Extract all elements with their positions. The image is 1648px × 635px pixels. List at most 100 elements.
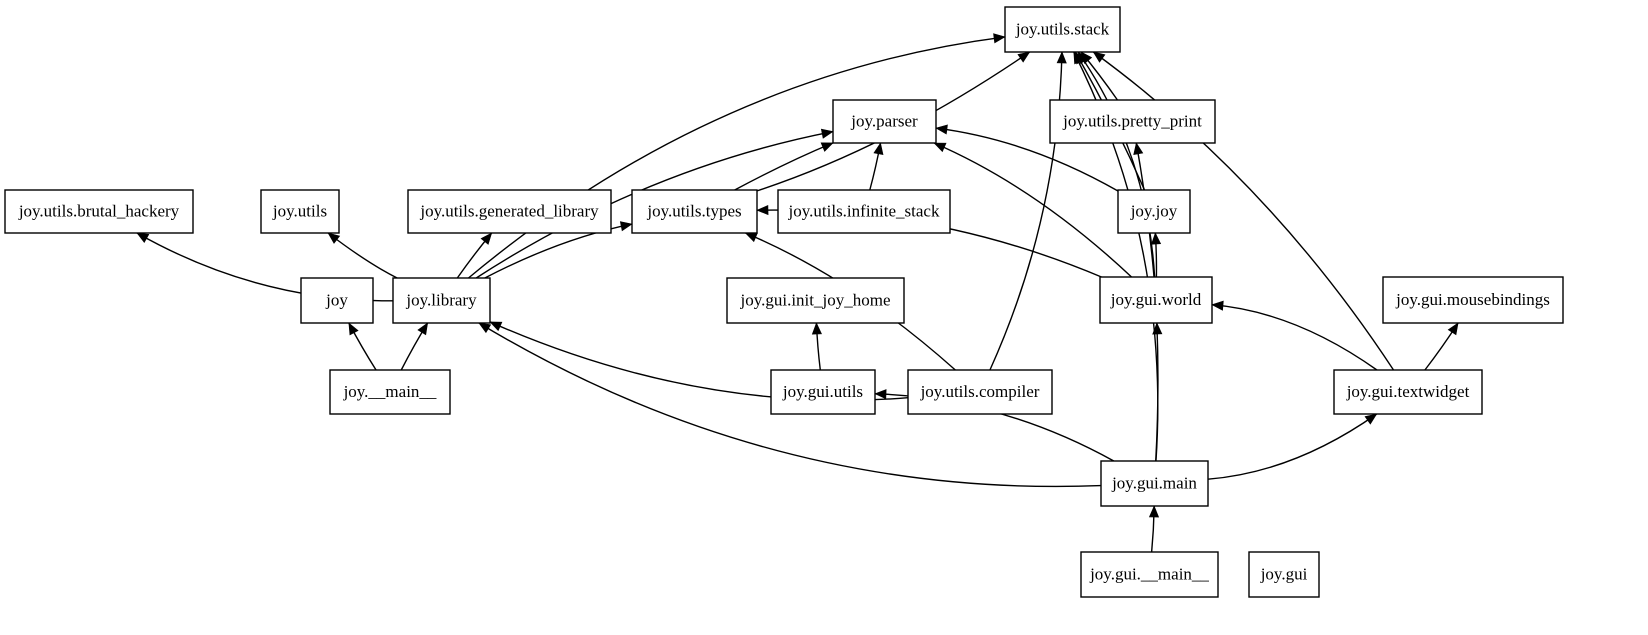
edge-arrowhead [1133,142,1144,156]
node-joy.utils.compiler[interactable]: joy.utils.compiler [907,369,1053,415]
edge-arrowhead [1056,51,1067,64]
node-box[interactable] [1100,460,1209,507]
node-label: joy.utils.types [646,201,741,220]
node-box[interactable] [777,189,951,234]
node-box[interactable] [1080,551,1219,598]
edge-joy.library-to-joy.utils.stack [468,36,1006,279]
edge-arrowhead [619,221,633,232]
node-joy.utils.infinite_stack[interactable]: joy.utils.infinite_stack [777,189,951,234]
node-label: joy.utils.pretty_print [1062,111,1202,130]
node-joy.gui.textwidget[interactable]: joy.gui.textwidget [1333,369,1483,415]
node-label: joy.utils [272,201,327,220]
node-joy.gui.mousebindings[interactable]: joy.gui.mousebindings [1382,276,1564,324]
node-box[interactable] [1382,276,1564,324]
node-joy.utils.pretty_print[interactable]: joy.utils.pretty_print [1049,99,1216,144]
node-joy.__main__[interactable]: joy.__main__ [329,369,451,415]
edge-arrowhead [417,322,429,336]
edge-joy.utils.types-to-joy.parser [734,142,834,191]
edge-joy.gui.world-to-joy.utils.stack [1077,51,1156,278]
node-box[interactable] [832,99,937,144]
node-joy.library[interactable]: joy.library [392,277,491,324]
edge-joy.gui.main-to-joy.gui.world [1155,322,1159,462]
edge-arrowhead [327,232,341,244]
edge-arrowhead [1150,232,1162,245]
node-box[interactable] [260,189,340,234]
node-joy.gui.init_joy_home[interactable]: joy.gui.init_joy_home [726,277,905,324]
edge-arrowhead [1148,505,1160,518]
node-box[interactable] [1117,189,1191,234]
edge-arrowhead [480,232,493,245]
node-box[interactable] [392,277,491,324]
edge-joy.gui.main-to-joy.library [478,322,1102,488]
node-box[interactable] [329,369,451,415]
edge-arrowhead [811,322,822,335]
node-joy.utils.stack[interactable]: joy.utils.stack [1004,6,1121,53]
node-box[interactable] [1248,551,1320,598]
edge-arrowhead [478,322,492,334]
edge-arrowhead [756,204,769,216]
node-label: joy.gui [1260,564,1308,583]
node-label: joy.utils.generated_library [419,201,599,220]
node-label: joy.__main__ [343,382,437,401]
node-label: joy.utils.stack [1015,19,1110,38]
edge-arrowhead [874,389,887,400]
edge-joy.gui.textwidget-to-joy.gui.world [1211,304,1378,371]
edge-arrowhead [744,232,758,243]
edge-joy.library-to-joy.utils.types [484,223,633,279]
node-joy.joy[interactable]: joy.joy [1117,189,1191,234]
edge-joy.gui.main-to-joy.gui.textwidget [1207,413,1378,480]
edge-arrowhead [1073,51,1084,65]
edge-joy.joy-to-joy.parser [935,127,1119,192]
node-label: joy.library [405,290,477,309]
edge-arrowhead [993,33,1006,44]
edge-joy.gui.world-to-joy.parser [933,142,1133,278]
edge-arrowhead [1447,322,1459,336]
node-label: joy.utils.brutal_hackery [18,201,180,220]
node-joy.gui.__main__[interactable]: joy.gui.__main__ [1080,551,1219,598]
edge-arrowhead [935,124,948,135]
edge-arrowhead [1211,300,1224,311]
node-label: joy.gui.utils [782,382,863,401]
node-joy.utils[interactable]: joy.utils [260,189,340,234]
node-joy.utils.types[interactable]: joy.utils.types [631,189,758,234]
edge-arrowhead [136,232,150,243]
node-label: joy.gui.textwidget [1346,382,1470,401]
node-joy.gui[interactable]: joy.gui [1248,551,1320,598]
node-label: joy.utils.infinite_stack [788,201,940,220]
edge-arrowhead [1017,51,1031,63]
node-box[interactable] [300,277,374,324]
edge-joy.utils.compiler-to-joy.utils.stack [989,51,1063,371]
node-box[interactable] [907,369,1053,415]
node-box[interactable] [726,277,905,324]
node-box[interactable] [1333,369,1483,415]
edge-joy.library-to-joy.utils [327,232,398,279]
edge-arrowhead [489,321,503,332]
node-label: joy.gui.__main__ [1089,564,1209,583]
edge-arrowhead [1092,51,1106,63]
edge-joy.gui.textwidget-to-joy.utils.stack [1092,51,1395,371]
node-label: joy.gui.init_joy_home [739,290,890,309]
node-joy.gui.utils[interactable]: joy.gui.utils [770,369,876,415]
node-box[interactable] [1099,276,1213,324]
node-label: joy.parser [850,111,918,130]
node-joy[interactable]: joy [300,277,374,324]
node-joy.gui.world[interactable]: joy.gui.world [1099,276,1213,324]
node-joy.utils.brutal_hackery[interactable]: joy.utils.brutal_hackery [4,189,194,234]
node-joy.gui.main[interactable]: joy.gui.main [1100,460,1209,507]
edge-arrowhead [1364,413,1378,425]
edge-arrowhead [933,142,947,153]
node-box[interactable] [1004,6,1121,53]
node-box[interactable] [631,189,758,234]
node-box[interactable] [770,369,876,415]
node-box[interactable] [1049,99,1216,144]
node-box[interactable] [4,189,194,234]
nodes-layer: joy.utils.stack joy.parser joy.utils.prett… [4,6,1564,598]
node-box[interactable] [407,189,612,234]
edge-joy.library-to-joy.parser [475,130,834,279]
edge-arrowhead [348,322,359,336]
node-joy.utils.generated_library[interactable]: joy.utils.generated_library [407,189,612,234]
edge-arrowhead [1152,322,1163,335]
node-joy.parser[interactable]: joy.parser [832,99,937,144]
